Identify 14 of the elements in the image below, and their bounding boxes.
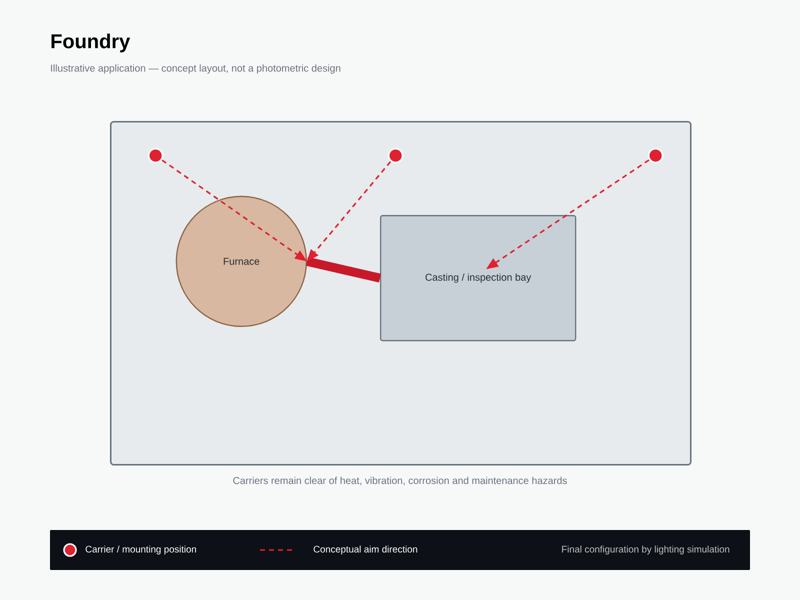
carrier-dot bbox=[388, 148, 404, 164]
connector-bar bbox=[306, 257, 382, 282]
title: Foundry bbox=[52, 34, 130, 52]
caption: Carriers remain clear of heat, vibration, corrosion and maintenance hazards bbox=[233, 476, 567, 486]
legend-label: Carrier / mounting position bbox=[86, 546, 196, 554]
carrier-dot bbox=[648, 148, 664, 164]
legend-label: Conceptual aim direction bbox=[314, 546, 418, 554]
note: Final configuration by lighting simulation bbox=[562, 546, 730, 554]
aim-arrow bbox=[307, 161, 392, 262]
carrier-dot bbox=[148, 148, 164, 164]
bay-box: Casting / inspection bay bbox=[380, 215, 576, 342]
subtitle: Illustrative application — concept layout, not a photometric design bbox=[51, 64, 340, 74]
aim-arrow bbox=[486, 159, 650, 270]
aim-arrow bbox=[162, 159, 307, 262]
